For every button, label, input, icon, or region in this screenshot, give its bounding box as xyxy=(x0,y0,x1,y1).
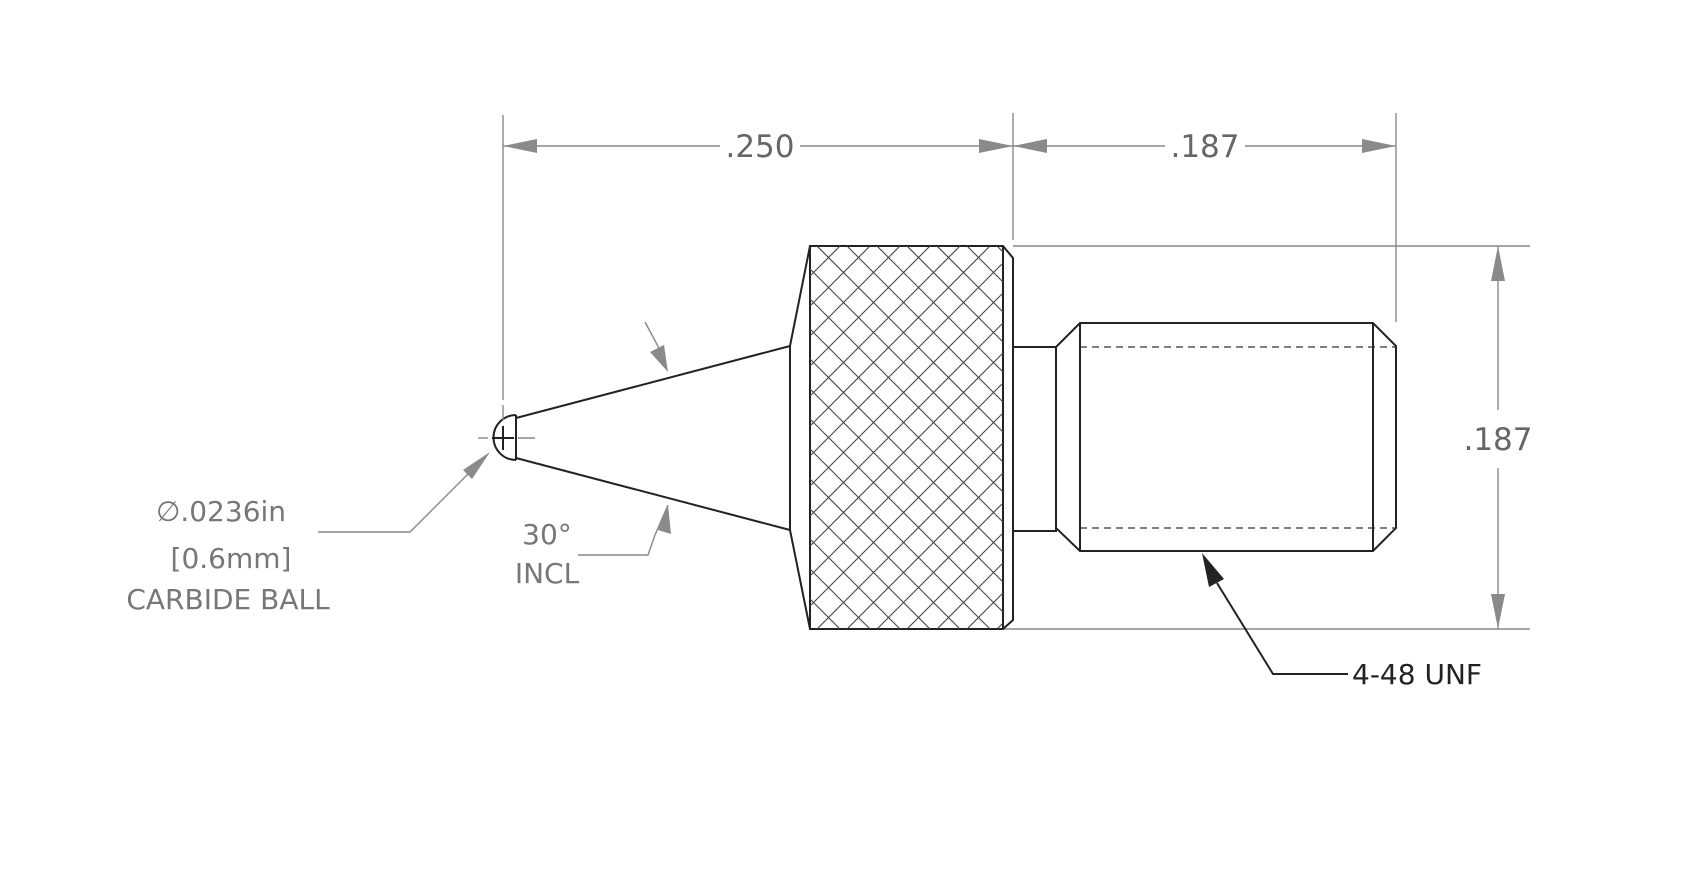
knurl-line xyxy=(810,508,931,629)
thread-spec-note: 4-48 UNF xyxy=(1352,658,1482,691)
knurled-body xyxy=(397,245,1693,630)
knurl-line xyxy=(1387,246,1693,629)
dimension-187-length: .187 xyxy=(1013,129,1396,165)
knurl-line xyxy=(397,246,780,629)
knurl-line xyxy=(996,622,1003,629)
knurl-line xyxy=(810,412,1003,607)
dimension-250: .250 xyxy=(503,129,1013,165)
knurl-pattern xyxy=(397,246,1693,629)
knurl-line xyxy=(1267,246,1650,629)
carbide-ball xyxy=(478,405,535,461)
knurl-line xyxy=(810,246,991,427)
knurl-line xyxy=(1087,246,1470,629)
knurl-line xyxy=(810,292,1003,487)
knurl-line xyxy=(810,246,901,337)
angle-markers xyxy=(578,321,671,556)
thread-relief xyxy=(1013,346,1057,532)
knurl-line xyxy=(810,322,1003,517)
knurl-line xyxy=(810,538,901,629)
knurl-line xyxy=(876,502,1003,629)
knurl-line xyxy=(1027,246,1410,629)
dimension-187-length-label: .187 xyxy=(1170,129,1239,165)
knurl-line xyxy=(810,246,961,397)
knurl-line xyxy=(1027,246,1410,629)
knurl-line xyxy=(906,532,1003,629)
knurl-line xyxy=(1237,246,1620,629)
knurl-line xyxy=(810,448,991,629)
dimension-187-height: .187 xyxy=(1463,246,1533,629)
knurl-line xyxy=(1207,246,1590,629)
knurl-line xyxy=(1117,246,1500,629)
thread-leader xyxy=(1202,553,1348,675)
knurl-line xyxy=(1057,246,1440,629)
knurl-line xyxy=(966,592,1003,629)
knurl-line xyxy=(1057,246,1440,629)
knurl-line xyxy=(1267,246,1650,629)
knurl-line xyxy=(810,382,1003,577)
knurl-line xyxy=(810,352,1003,547)
knurl-line xyxy=(906,246,1003,343)
knurl-line xyxy=(936,246,1003,313)
knurl-line xyxy=(397,246,780,629)
knurl-line xyxy=(846,246,1003,403)
ball-diameter-note: ∅.0236in xyxy=(156,495,286,528)
cone-angle-qualifier-note: INCL xyxy=(515,557,580,590)
knurl-line xyxy=(846,472,1003,629)
cone-angle-note: 30° xyxy=(522,518,572,551)
ball-leader xyxy=(318,452,490,533)
ball-material-note: CARBIDE BALL xyxy=(126,583,330,616)
knurl-line xyxy=(816,442,1003,629)
knurl-line xyxy=(876,246,1003,373)
knurl-line xyxy=(810,246,931,367)
ball-metric-note: [0.6mm] xyxy=(171,542,292,575)
knurl-line xyxy=(1117,246,1500,629)
knurl-line xyxy=(810,262,1003,457)
knurl-line xyxy=(1207,246,1590,629)
knurl-line xyxy=(1387,246,1693,629)
threaded-shank xyxy=(1055,322,1397,552)
knurl-line xyxy=(1087,246,1470,629)
dimension-187-height-label: .187 xyxy=(1463,422,1532,458)
knurl-line xyxy=(810,478,961,629)
knurl-line xyxy=(1237,246,1620,629)
knurl-line xyxy=(966,246,1003,283)
knurl-line xyxy=(936,562,1003,629)
cone-tip xyxy=(515,345,791,531)
dimension-250-label: .250 xyxy=(725,129,794,165)
extension-lines xyxy=(502,113,1530,630)
knurl-line xyxy=(996,246,1003,253)
knurl-line xyxy=(816,246,1003,433)
